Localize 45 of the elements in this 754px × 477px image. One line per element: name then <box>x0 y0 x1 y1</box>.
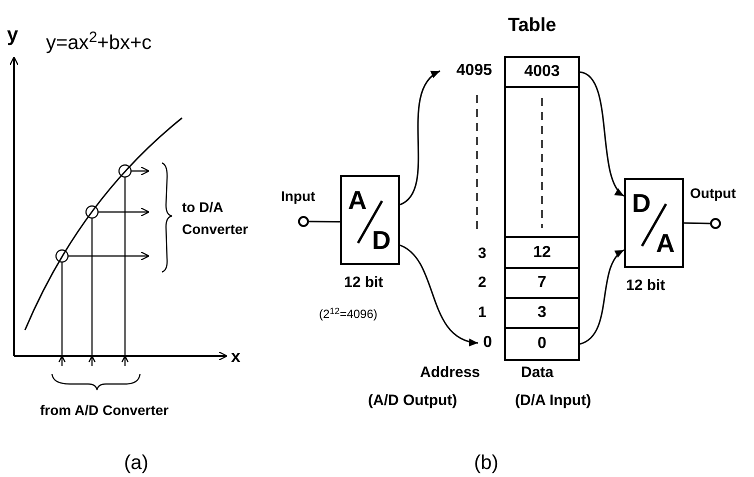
text-label: Output <box>690 184 736 203</box>
curved-arrow <box>580 71 624 197</box>
converter-box <box>340 175 400 265</box>
text-label: 1 <box>478 303 486 323</box>
converter-letter: D <box>372 227 391 253</box>
table-cell <box>504 269 580 299</box>
text-label: (D/A Input) <box>515 391 592 411</box>
table-cell <box>504 88 580 238</box>
table-cell <box>504 238 580 269</box>
caption-text: (2$^{12}$=4096) <box>319 305 378 323</box>
caption-text: 12 bit <box>626 276 666 296</box>
cell-value: 3 <box>538 303 546 323</box>
curved-arrow <box>400 244 478 346</box>
connector-line <box>309 220 340 223</box>
cell-value: 4003 <box>524 62 560 82</box>
converter-letter: A <box>656 230 675 256</box>
text-label: Data <box>521 363 554 383</box>
text-label: y=ax$^{2}$+bx+c <box>46 28 152 56</box>
table-cell <box>504 329 580 359</box>
curved-arrow <box>580 249 624 345</box>
text-label: (b) <box>474 451 498 476</box>
table-title: Table <box>508 14 556 38</box>
text-label: 3 <box>478 244 486 264</box>
cell-value: 7 <box>538 273 546 293</box>
address-number: 0 <box>478 333 492 353</box>
text-label: Input <box>281 187 316 206</box>
text-label: (a) <box>124 451 148 476</box>
text-label: x <box>231 346 240 368</box>
text-label: from A/D Converter <box>40 401 169 420</box>
converter-letter: A <box>348 187 367 213</box>
text-label: 2 <box>478 273 486 293</box>
text-label: to D/A Converter <box>182 198 248 239</box>
curved-arrow <box>400 70 440 206</box>
converter-box <box>624 178 684 268</box>
cell-value: 0 <box>538 334 546 354</box>
table-cell <box>504 299 580 329</box>
text-label: Address <box>420 363 480 383</box>
table-cell <box>504 58 580 88</box>
address-number: 4095 <box>440 61 492 81</box>
converter-letter: D <box>632 190 651 216</box>
cell-value: 12 <box>533 242 551 262</box>
text-label: y <box>7 23 18 48</box>
connector-line <box>684 222 710 224</box>
caption-text: 12 bit <box>344 273 384 293</box>
text-label: (A/D Output) <box>368 391 458 411</box>
